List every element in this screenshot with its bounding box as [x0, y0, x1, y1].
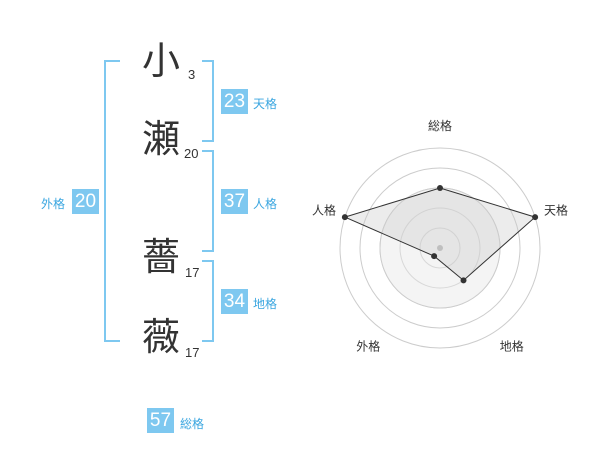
soukaku-value: 57 [147, 408, 174, 433]
radar-chart: 総格天格地格 外格 人格 [300, 110, 580, 380]
tenkaku-value: 23 [221, 89, 248, 114]
stroke-count-2: 20 [184, 146, 199, 161]
name-char-4: 薇 [142, 315, 181, 359]
radar-point-4 [431, 253, 438, 260]
chikaku-label: 地格 [253, 297, 278, 311]
radar-ring [339, 147, 541, 349]
chikaku-bracket [202, 260, 214, 342]
radar-axis-label-5: 人格 [312, 202, 336, 217]
name-char-3: 薔 [142, 235, 181, 279]
radar-ring [399, 207, 481, 289]
radar-point-2 [532, 214, 539, 221]
radar-ring [419, 227, 461, 269]
radar-series-polygon [343, 187, 537, 282]
radar-axis-label-3: 地格 [500, 339, 524, 354]
radar-center-dot [437, 245, 443, 251]
stroke-count-1: 3 [188, 67, 196, 82]
jinkaku-label: 人格 [253, 197, 278, 211]
radar-axis-label-4: 外格 [356, 339, 380, 354]
radar-point-3 [460, 277, 467, 284]
radar-point-1 [437, 185, 443, 191]
name-char-2: 瀬 [142, 117, 181, 161]
radar-ring [359, 167, 521, 329]
gaikaku-value: 20 [72, 189, 99, 214]
name-char-1: 小 [142, 39, 181, 83]
tenkaku-bracket [202, 60, 214, 142]
radar-axis-label-2: 天格 [544, 202, 568, 217]
chikaku-value: 34 [221, 289, 248, 314]
stroke-count-3: 17 [185, 265, 200, 280]
jinkaku-value: 37 [221, 189, 248, 214]
stroke-count-4: 17 [185, 345, 200, 360]
gaikaku-label: 外格 [41, 197, 66, 211]
jinkaku-bracket [202, 150, 214, 252]
radar-point-5 [341, 214, 348, 221]
tenkaku-label: 天格 [253, 97, 278, 111]
soukaku-label: 総格 [180, 417, 205, 431]
radar-axis-label-1: 総格 [428, 118, 452, 133]
gaikaku-bracket [104, 60, 120, 342]
